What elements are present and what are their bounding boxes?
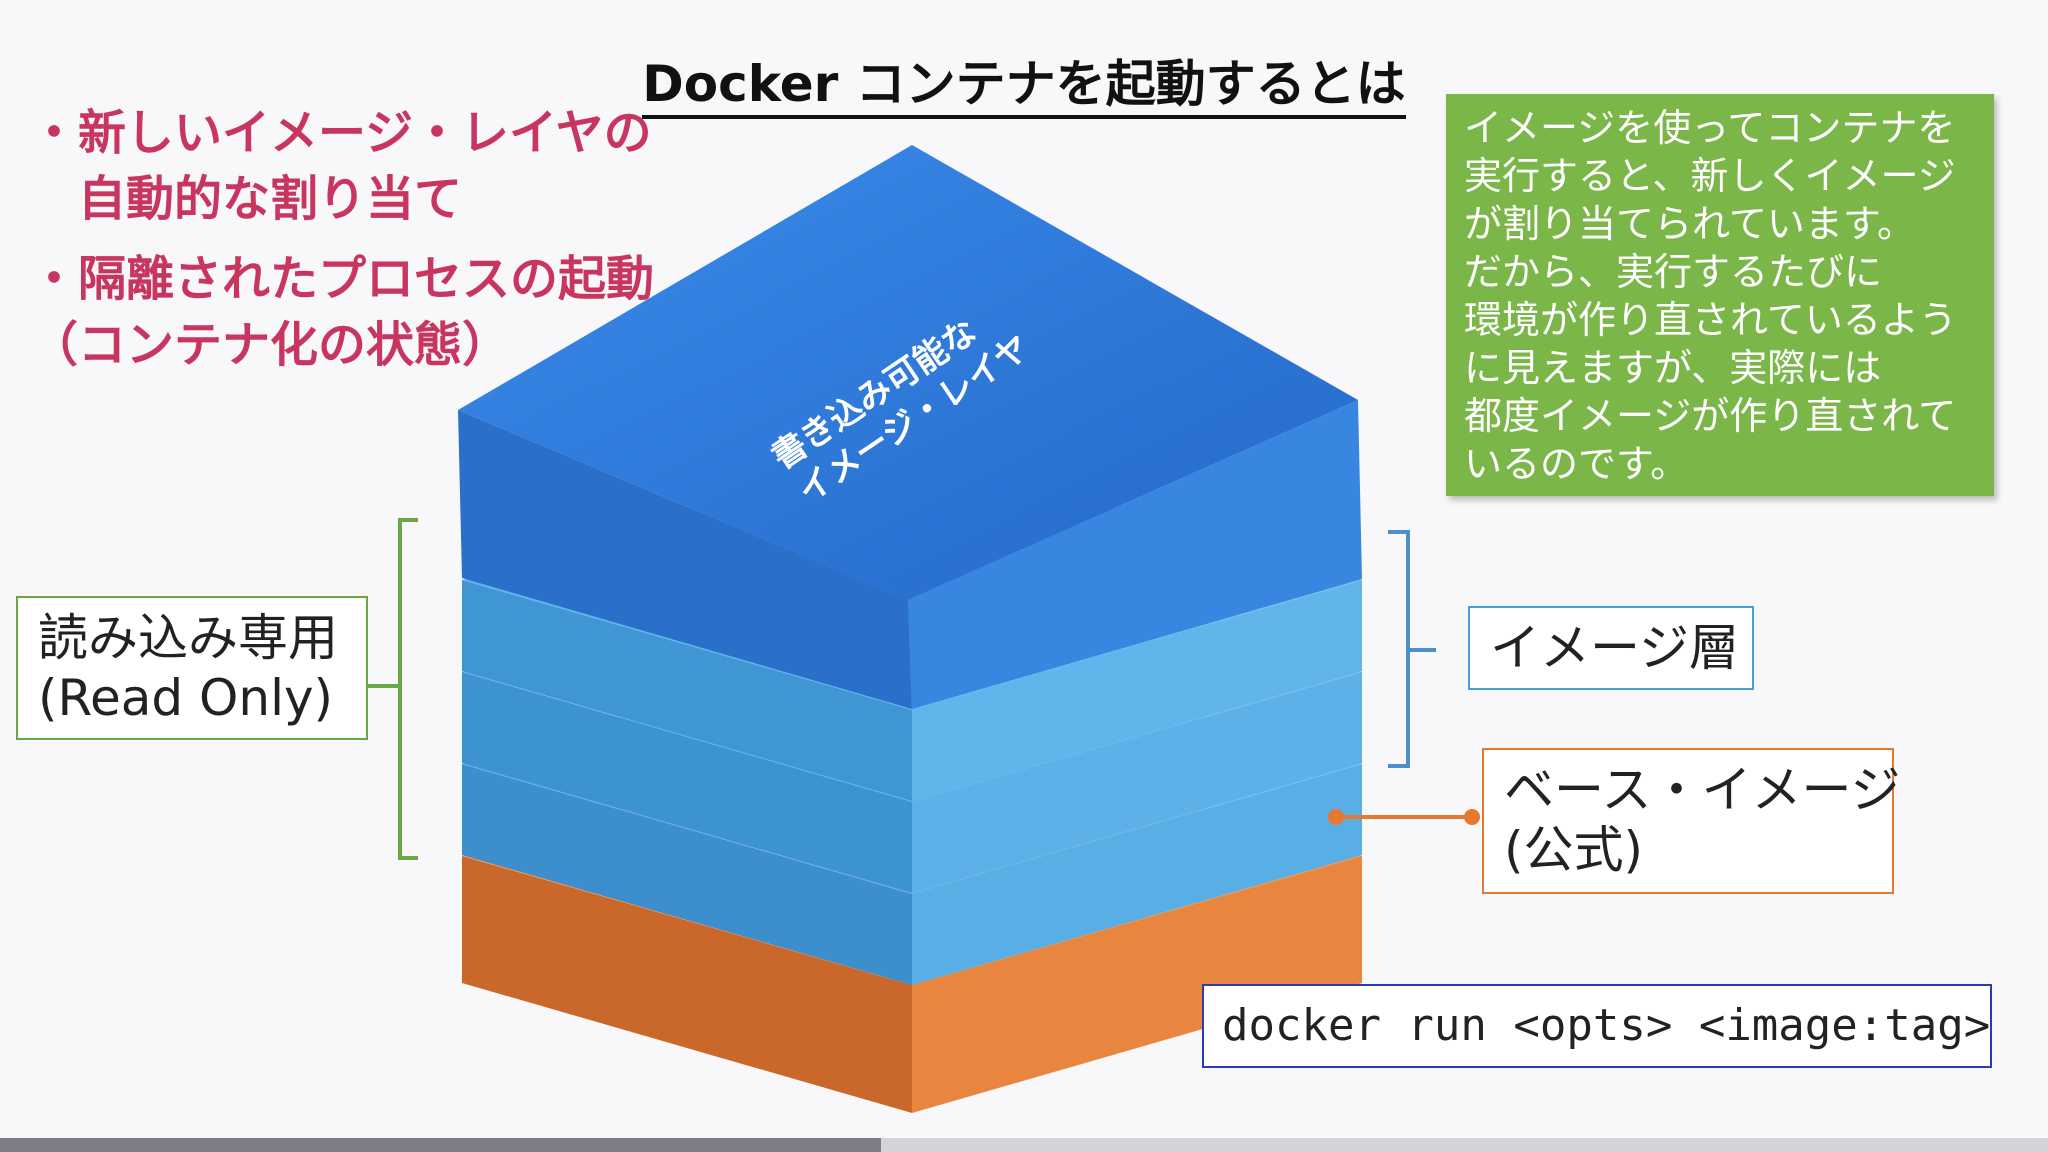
read-only-label-line-2: (Read Only)	[38, 669, 334, 727]
note-line-6: に見えますが、実際には	[1464, 346, 1882, 390]
explanation-note: イメージを使ってコンテナを 実行すると、新しくイメージ が割り当てられています。…	[1446, 94, 1994, 496]
bullet-1-line-2: 自動的な割り当て	[30, 171, 463, 227]
image-layer-bracket	[1388, 530, 1436, 768]
bullet-auto-assign: ・新しいイメージ・レイヤの 自動的な割り当て	[30, 100, 652, 232]
note-line-5: 環境が作り直されているよう	[1464, 298, 1957, 342]
read-only-label: 読み込み専用 (Read Only)	[16, 596, 368, 740]
bullet-1-line-1: ・新しいイメージ・レイヤの	[30, 105, 652, 161]
docker-run-command: docker run <opts> <image:tag>	[1202, 984, 1992, 1068]
note-line-7: 都度イメージが作り直されて	[1464, 394, 1957, 438]
read-only-label-line-1: 読み込み専用	[38, 609, 338, 667]
read-only-bracket	[380, 518, 418, 860]
base-image-label-line-2: (公式)	[1504, 821, 1644, 879]
slide-title: Docker コンテナを起動するとは	[0, 44, 2048, 119]
base-image-label: ベース・イメージ (公式)	[1482, 748, 1901, 894]
slide-title-text: Docker コンテナを起動するとは	[642, 55, 1406, 119]
bullet-isolated-process: ・隔離されたプロセスの起動 （コンテナ化の状態）	[30, 246, 654, 378]
slide-progress-fill	[0, 1138, 881, 1152]
base-image-label-line-1: ベース・イメージ	[1504, 761, 1901, 819]
note-line-3: が割り当てられています。	[1464, 202, 1916, 246]
image-layer-label: イメージ層	[1468, 606, 1754, 690]
image-layer-label-text: イメージ層	[1490, 619, 1739, 677]
slide-progress-bar[interactable]	[0, 1138, 2048, 1152]
note-line-8: いるのです。	[1464, 442, 1689, 486]
note-line-1: イメージを使ってコンテナを	[1464, 106, 1956, 150]
bullet-2-line-2: （コンテナ化の状態）	[30, 317, 511, 373]
base-connector	[1328, 809, 1480, 825]
note-line-2: 実行すると、新しくイメージ	[1464, 154, 1956, 198]
bullet-2-line-1: ・隔離されたプロセスの起動	[30, 251, 655, 307]
note-line-4: だから、実行するたびに	[1464, 250, 1883, 294]
writable-layer: 書き込み可能な イメージ・レイヤ	[458, 145, 1362, 709]
